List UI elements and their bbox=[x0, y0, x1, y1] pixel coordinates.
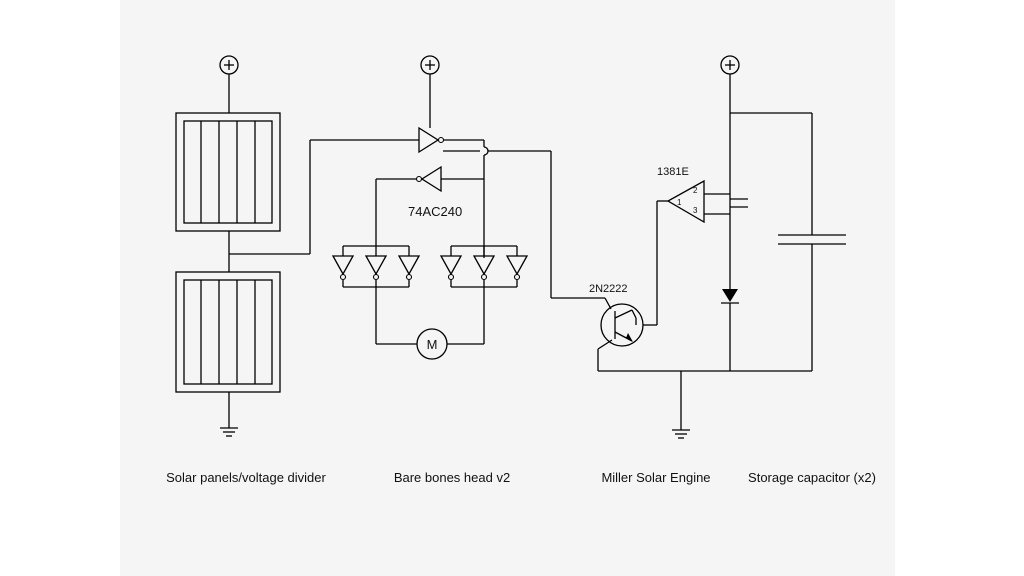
storage-section bbox=[778, 113, 846, 371]
diagram-canvas bbox=[120, 0, 895, 576]
solar-section bbox=[175, 55, 310, 437]
pin-label-3: 3 bbox=[693, 206, 698, 215]
power-terminal-engine bbox=[720, 55, 740, 75]
power-terminal-solar bbox=[219, 55, 239, 75]
diode bbox=[721, 289, 739, 304]
section-label-head: Bare bones head v2 bbox=[394, 470, 510, 485]
storage-capacitor bbox=[778, 234, 846, 245]
section-label-solar: Solar panels/voltage divider bbox=[166, 470, 326, 485]
transistor-label-2n2222: 2N2222 bbox=[589, 283, 628, 295]
head-section: 74AC240 bbox=[309, 55, 612, 360]
voltage-detector-1381e: 1 2 3 bbox=[666, 179, 748, 224]
ground-symbol-solar bbox=[220, 427, 238, 437]
inverter-bank-left bbox=[331, 245, 421, 288]
pin-label-2: 2 bbox=[693, 186, 698, 195]
inverter-bank-right bbox=[439, 245, 529, 288]
chip-label-74ac240: 74AC240 bbox=[408, 204, 462, 219]
inverter-top bbox=[418, 126, 445, 154]
engine-section: 2N2222 1381E 1 2 3 bbox=[589, 55, 812, 439]
transistor-2n2222 bbox=[600, 303, 644, 347]
solar-panel-top bbox=[175, 112, 281, 232]
power-terminal-head bbox=[420, 55, 440, 75]
solar-panel-bottom bbox=[175, 271, 281, 393]
pin-label-1: 1 bbox=[677, 198, 682, 207]
motor: M bbox=[416, 328, 448, 360]
ground-symbol-engine bbox=[672, 429, 690, 439]
detector-label-1381e: 1381E bbox=[657, 166, 689, 178]
section-label-storage: Storage capacitor (x2) bbox=[748, 470, 876, 485]
motor-label: M bbox=[427, 337, 438, 352]
inverter-middle bbox=[415, 165, 442, 193]
section-label-engine: Miller Solar Engine bbox=[601, 470, 710, 485]
